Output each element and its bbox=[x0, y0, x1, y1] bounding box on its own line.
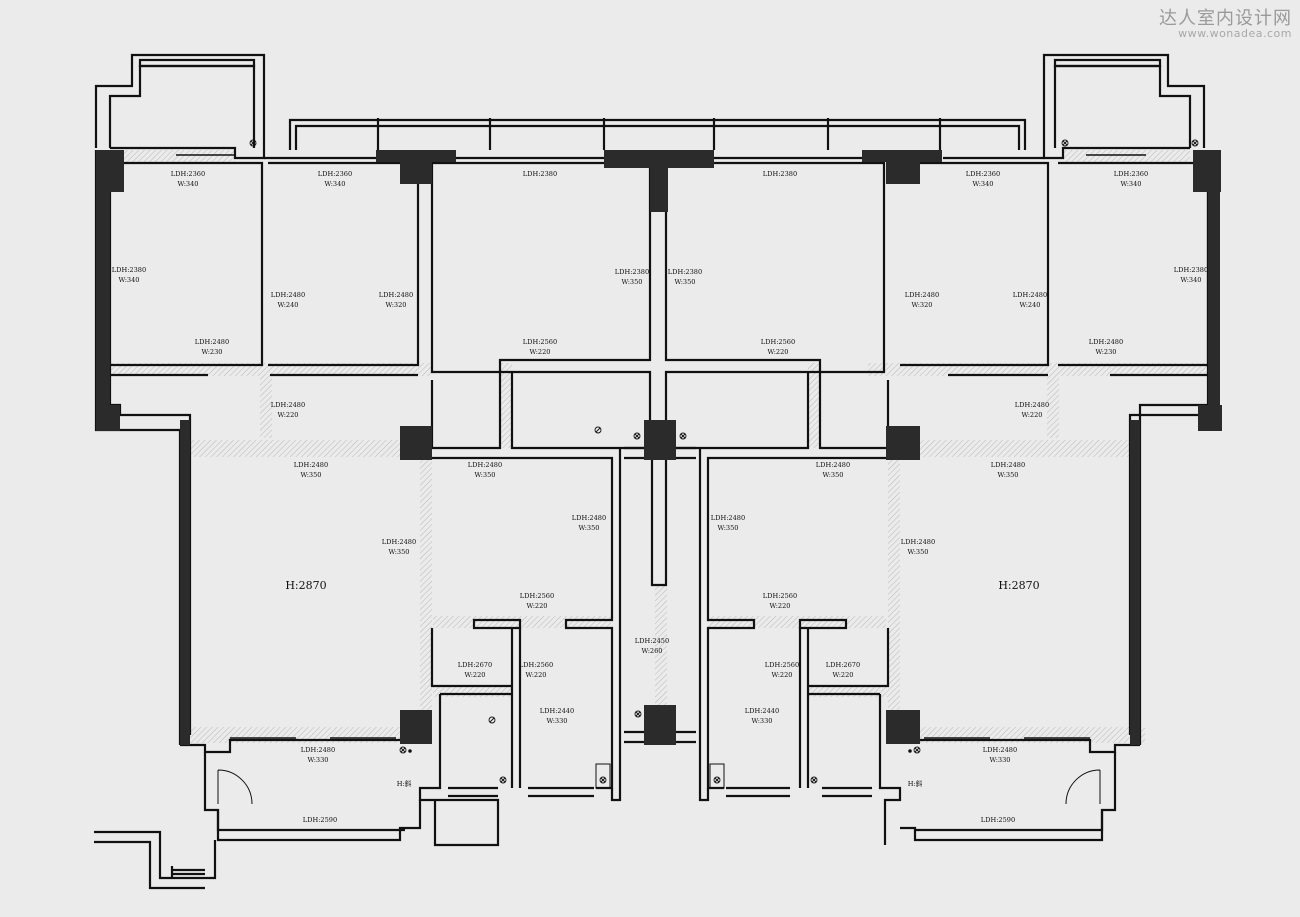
dimension-ldh-label: LDH:2670 bbox=[458, 661, 492, 669]
slope-label-left: H:斜 bbox=[397, 779, 412, 788]
dimension-ldh-label: LDH:2480 bbox=[816, 461, 850, 469]
dimension-width-label: W:350 bbox=[474, 471, 495, 479]
dimension-width-label: W:230 bbox=[201, 348, 222, 356]
dimension-ldh-label: LDH:2480 bbox=[1015, 401, 1049, 409]
dimension-ldh-label: LDH:2560 bbox=[523, 338, 557, 346]
dimension-ldh-label: LDH:2480 bbox=[1013, 291, 1047, 299]
dimension-ldh-label: LDH:2380 bbox=[763, 170, 797, 178]
dimension-width-label: W:350 bbox=[907, 548, 928, 556]
dimension-ldh-label: LDH:2480 bbox=[379, 291, 413, 299]
dimension-width-label: W:220 bbox=[526, 602, 547, 610]
dimension-width-label: W:330 bbox=[546, 717, 567, 725]
dimension-width-label: W:220 bbox=[277, 411, 298, 419]
dimension-width-label: W:350 bbox=[578, 524, 599, 532]
dimension-ldh-label: LDH:2480 bbox=[901, 538, 935, 546]
dimension-width-label: W:340 bbox=[1120, 180, 1141, 188]
threshold-hatches bbox=[110, 150, 1208, 743]
dimension-ldh-label: LDH:2590 bbox=[303, 816, 337, 824]
dimension-ldh-label: LDH:2480 bbox=[1089, 338, 1123, 346]
watermark-title: 达人室内设计网 bbox=[1159, 8, 1292, 29]
dimension-width-label: W:220 bbox=[771, 671, 792, 679]
dimension-width-label: W:340 bbox=[1180, 276, 1201, 284]
dimension-width-label: W:350 bbox=[674, 278, 695, 286]
dimension-width-label: W:220 bbox=[464, 671, 485, 679]
dimension-ldh-label: LDH:2480 bbox=[572, 514, 606, 522]
dimension-ldh-label: LDH:2380 bbox=[668, 268, 702, 276]
dimension-width-label: W:350 bbox=[621, 278, 642, 286]
dimension-width-label: W:330 bbox=[751, 717, 772, 725]
watermark-url: www.wonadea.com bbox=[1178, 27, 1292, 40]
dimension-width-label: W:240 bbox=[277, 301, 298, 309]
height-labels: H:2870 H:2870 H:斜 H:斜 bbox=[285, 579, 1039, 788]
doors bbox=[176, 154, 1146, 805]
dimension-width-label: W:320 bbox=[385, 301, 406, 309]
dimension-width-label: W:220 bbox=[1021, 411, 1042, 419]
dimension-ldh-label: LDH:2480 bbox=[301, 746, 335, 754]
dimension-ldh-label: LDH:2560 bbox=[519, 661, 553, 669]
dimension-width-label: W:220 bbox=[525, 671, 546, 679]
dimension-width-label: W:220 bbox=[529, 348, 550, 356]
dimension-ldh-label: LDH:2450 bbox=[635, 637, 669, 645]
dimension-ldh-label: LDH:2480 bbox=[711, 514, 745, 522]
dimension-ldh-label: LDH:2360 bbox=[318, 170, 352, 178]
dimension-ldh-label: LDH:2480 bbox=[195, 338, 229, 346]
dimension-width-label: W:220 bbox=[769, 602, 790, 610]
dimension-ldh-label: LDH:2480 bbox=[468, 461, 502, 469]
dimension-width-label: W:350 bbox=[717, 524, 738, 532]
structural-columns bbox=[96, 150, 1222, 745]
dimension-ldh-label: LDH:2560 bbox=[763, 592, 797, 600]
dimension-ldh-label: LDH:2380 bbox=[112, 266, 146, 274]
dimension-ldh-label: LDH:2560 bbox=[761, 338, 795, 346]
dimension-width-label: W:220 bbox=[832, 671, 853, 679]
dimension-ldh-label: LDH:2480 bbox=[271, 401, 305, 409]
dimension-width-label: W:340 bbox=[118, 276, 139, 284]
dimension-ldh-label: LDH:2670 bbox=[826, 661, 860, 669]
dimension-width-label: W:240 bbox=[1019, 301, 1040, 309]
dimension-width-label: W:350 bbox=[300, 471, 321, 479]
dimension-ldh-label: LDH:2480 bbox=[991, 461, 1025, 469]
dimension-ldh-label: LDH:2440 bbox=[745, 707, 779, 715]
dimension-ldh-label: LDH:2360 bbox=[1114, 170, 1148, 178]
dimension-ldh-label: LDH:2360 bbox=[966, 170, 1000, 178]
dimension-width-label: W:340 bbox=[177, 180, 198, 188]
dimension-width-label: W:350 bbox=[822, 471, 843, 479]
dimension-width-label: W:340 bbox=[972, 180, 993, 188]
dimension-width-label: W:340 bbox=[324, 180, 345, 188]
room-height-label-left: H:2870 bbox=[285, 579, 326, 592]
dimension-ldh-label: LDH:2590 bbox=[981, 816, 1015, 824]
dimension-width-label: W:220 bbox=[767, 348, 788, 356]
dimension-width-label: W:350 bbox=[997, 471, 1018, 479]
slope-label-right: H:斜 bbox=[908, 779, 923, 788]
dimension-ldh-label: LDH:2480 bbox=[294, 461, 328, 469]
fixture-symbols bbox=[249, 139, 1199, 784]
dimension-width-label: W:350 bbox=[388, 548, 409, 556]
dimension-ldh-label: LDH:2380 bbox=[523, 170, 557, 178]
dimension-width-label: W:330 bbox=[989, 756, 1010, 764]
dimension-ldh-label: LDH:2480 bbox=[905, 291, 939, 299]
dimension-width-label: W:260 bbox=[641, 647, 662, 655]
dimension-width-label: W:330 bbox=[307, 756, 328, 764]
dimension-width-label: W:320 bbox=[911, 301, 932, 309]
room-height-label-right: H:2870 bbox=[998, 579, 1039, 592]
dimension-ldh-label: LDH:2360 bbox=[171, 170, 205, 178]
dimension-ldh-label: LDH:2440 bbox=[540, 707, 574, 715]
dimension-ldh-label: LDH:2480 bbox=[271, 291, 305, 299]
dimension-ldh-label: LDH:2380 bbox=[1174, 266, 1208, 274]
dimension-ldh-label: LDH:2560 bbox=[520, 592, 554, 600]
dimension-ldh-label: LDH:2480 bbox=[983, 746, 1017, 754]
dimension-ldh-label: LDH:2560 bbox=[765, 661, 799, 669]
dimension-width-label: W:230 bbox=[1095, 348, 1116, 356]
dimension-ldh-label: LDH:2480 bbox=[382, 538, 416, 546]
dimension-ldh-label: LDH:2380 bbox=[615, 268, 649, 276]
